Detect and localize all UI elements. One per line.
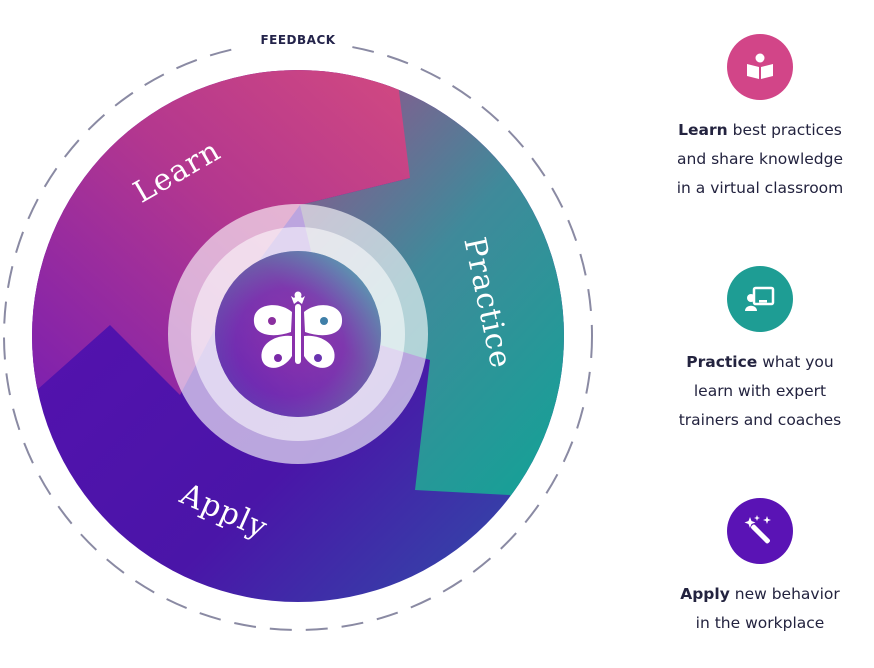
badge-learn bbox=[727, 34, 793, 100]
butterfly-logo-icon bbox=[253, 291, 343, 368]
badge-practice bbox=[727, 266, 793, 332]
magic-wand-icon bbox=[744, 515, 771, 544]
badge-apply bbox=[727, 498, 793, 564]
learning-cycle-diagram: FEEDBACK Learn Practice Apply bbox=[3, 33, 593, 631]
feedback-label: FEEDBACK bbox=[260, 33, 335, 47]
step-learn: Learn best practices and share knowledge… bbox=[660, 34, 860, 203]
presentation-board-icon bbox=[745, 286, 775, 311]
segment-learn bbox=[32, 70, 410, 405]
book-reader-icon bbox=[747, 53, 773, 79]
step-practice: Practice what you learn with expert trai… bbox=[660, 266, 860, 435]
step-apply: Apply new behavior in the workplace bbox=[660, 498, 860, 638]
